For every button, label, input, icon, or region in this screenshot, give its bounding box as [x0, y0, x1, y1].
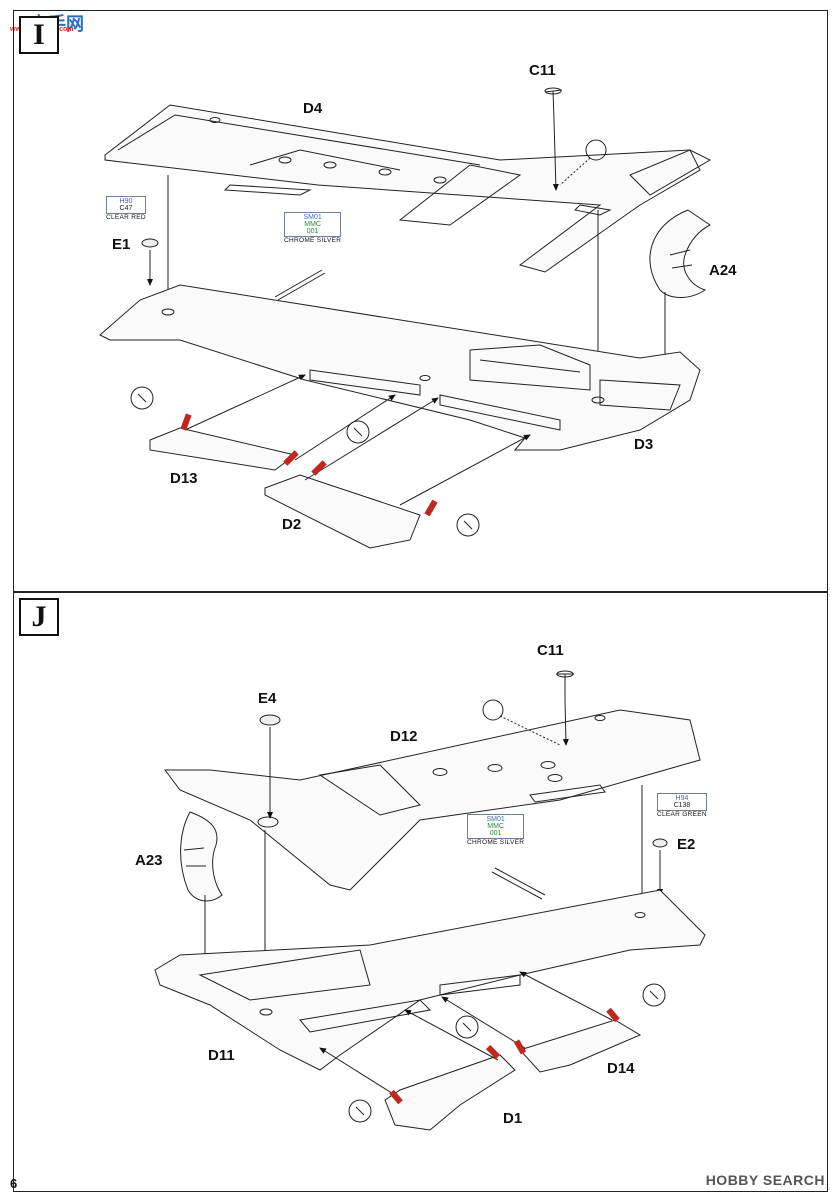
- label-c11-j: C11: [537, 642, 564, 659]
- part-d13-flap: [149, 427, 297, 471]
- label-d13: D13: [170, 470, 198, 487]
- page-number: 6: [10, 1176, 18, 1191]
- paint-code-h90: H90: [119, 198, 133, 205]
- label-d12: D12: [390, 728, 418, 745]
- label-d14: D14: [607, 1060, 635, 1077]
- label-a24: A24: [709, 262, 737, 279]
- credit-watermark: HOBBY SEARCH: [705, 1172, 825, 1188]
- paint-code-c138: C138: [673, 802, 691, 809]
- label-e4: E4: [258, 690, 277, 707]
- paint-code-h94: H94: [675, 795, 689, 802]
- step-number-j: J: [19, 598, 59, 636]
- part-d1-flap: [384, 1054, 516, 1131]
- label-d11: D11: [208, 1047, 235, 1064]
- paint-name-chrome-silver-i: CHROME SILVER: [284, 237, 342, 244]
- paint-code-sm01-j: SM01: [486, 816, 505, 823]
- red-hinge-markers: [180, 413, 620, 1105]
- part-a23-intake: [180, 811, 223, 902]
- paint-name-clear-green: CLEAR GREEN: [657, 811, 707, 818]
- label-d4: D4: [303, 100, 323, 117]
- paint-code-mmc-i: MMC: [304, 221, 321, 228]
- step-panel-i: I: [13, 10, 828, 592]
- part-e1-lens: [141, 238, 159, 248]
- label-d1: D1: [503, 1110, 523, 1127]
- label-e1: E1: [112, 236, 131, 253]
- part-e4-disc: [259, 714, 281, 726]
- part-c11-pin: [544, 87, 563, 121]
- part-d3-lower-wing: [99, 284, 701, 451]
- step-panel-j: J: [13, 592, 828, 1192]
- paint-name-chrome-silver-j: CHROME SILVER: [467, 839, 525, 846]
- label-c11-i: C11: [529, 62, 556, 79]
- paint-code-sm01-i: SM01: [303, 214, 322, 221]
- part-d14-flap: [519, 1019, 642, 1073]
- label-d2: D2: [282, 516, 302, 533]
- paint-code-001-j: 001: [489, 830, 502, 837]
- part-d2-flap: [264, 474, 421, 549]
- paint-code-c47: C47: [119, 205, 133, 212]
- step-number-i: I: [19, 16, 59, 54]
- part-d12-upper-wing: [164, 709, 701, 891]
- part-d4-upper-wing: [104, 104, 712, 273]
- label-a23: A23: [135, 852, 163, 869]
- label-d3: D3: [634, 436, 654, 453]
- paint-code-001-i: 001: [306, 228, 319, 235]
- part-a24-intake: [649, 209, 711, 298]
- label-e2: E2: [677, 836, 696, 853]
- paint-name-clear-red: CLEAR RED: [106, 214, 146, 221]
- paint-code-mmc-j: MMC: [487, 823, 504, 830]
- part-e2-lens: [652, 838, 668, 848]
